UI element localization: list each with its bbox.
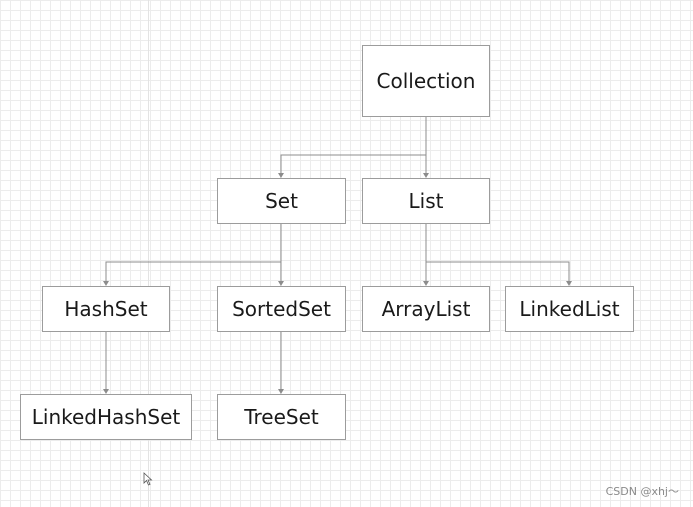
arrowhead — [278, 389, 284, 394]
watermark-text: CSDN @xhj～ — [605, 485, 679, 498]
edge-set-hashset — [105, 224, 282, 282]
canvas-ruler-line — [148, 0, 149, 507]
node-arraylist[interactable]: ArrayList — [362, 286, 490, 332]
arrowhead — [103, 281, 109, 286]
node-list[interactable]: List — [362, 178, 490, 224]
arrowhead — [278, 281, 284, 286]
arrowhead — [423, 281, 429, 286]
node-linkedlist[interactable]: LinkedList — [505, 286, 634, 332]
node-set[interactable]: Set — [217, 178, 346, 224]
node-collection[interactable]: Collection — [362, 45, 490, 117]
edge-collection-set — [280, 117, 427, 174]
node-hashset[interactable]: HashSet — [42, 286, 170, 332]
arrowhead — [103, 389, 109, 394]
arrowhead — [278, 173, 284, 178]
arrowhead — [423, 173, 429, 178]
mouse-pointer-icon — [143, 472, 153, 486]
edge-list-linkedlist — [426, 261, 570, 282]
node-linkedhashset[interactable]: LinkedHashSet — [20, 394, 192, 440]
arrowhead — [566, 281, 572, 286]
node-treeset[interactable]: TreeSet — [217, 394, 346, 440]
node-sortedset[interactable]: SortedSet — [217, 286, 346, 332]
